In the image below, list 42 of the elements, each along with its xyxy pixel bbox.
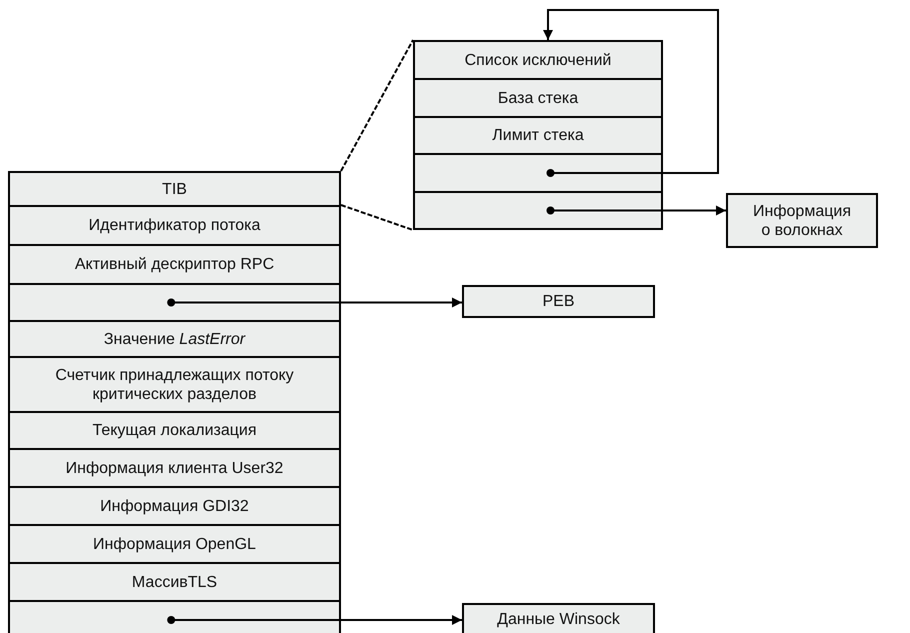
pointer-row — [413, 191, 663, 230]
field-label: Список исключений — [464, 50, 612, 70]
pointer-row — [8, 600, 341, 633]
table-row — [413, 40, 663, 80]
field-label: Идентификатор потока — [88, 216, 260, 235]
table-row — [8, 244, 341, 285]
field-label: Значение LastError — [104, 330, 246, 348]
data-box — [726, 193, 878, 248]
field-label: Информация о волокнах — [752, 202, 852, 240]
table-row — [8, 411, 341, 450]
data-box — [462, 603, 655, 633]
field-label: Данные Winsock — [497, 610, 620, 628]
field-label: Лимит стека — [492, 126, 584, 145]
field-label: Текущая локализация — [92, 421, 257, 440]
pointer-arrow — [543, 9, 719, 177]
field-label: Информация OpenGL — [93, 534, 256, 554]
table-row — [8, 205, 341, 246]
zoom-line — [340, 40, 414, 172]
zoom-line — [340, 204, 414, 231]
table-row — [8, 562, 341, 602]
field-label: TIB — [162, 180, 187, 198]
pointer-arrow — [167, 298, 462, 308]
field-label: Счетчик принадлежащих потоку критических разделов — [54, 366, 295, 404]
pointer-row — [8, 283, 341, 322]
data-box — [462, 285, 655, 318]
pointer-arrow — [546, 206, 726, 216]
table-row — [8, 524, 341, 564]
table-row — [8, 320, 341, 358]
pointer-arrow — [167, 615, 462, 625]
field-label: Активный дескриптор RPC — [74, 255, 274, 274]
table-row — [8, 486, 341, 526]
field-label: МассивTLS — [132, 572, 218, 592]
field-label: PEB — [542, 292, 574, 311]
pointer-row — [413, 153, 663, 193]
table-row — [8, 448, 341, 488]
table-row — [413, 116, 663, 155]
table-row — [8, 356, 341, 413]
field-label: Информация GDI32 — [100, 496, 249, 516]
table-row — [8, 171, 341, 207]
field-label: База стека — [498, 88, 578, 108]
table-row — [413, 78, 663, 118]
field-label: Информация клиента User32 — [66, 458, 284, 478]
